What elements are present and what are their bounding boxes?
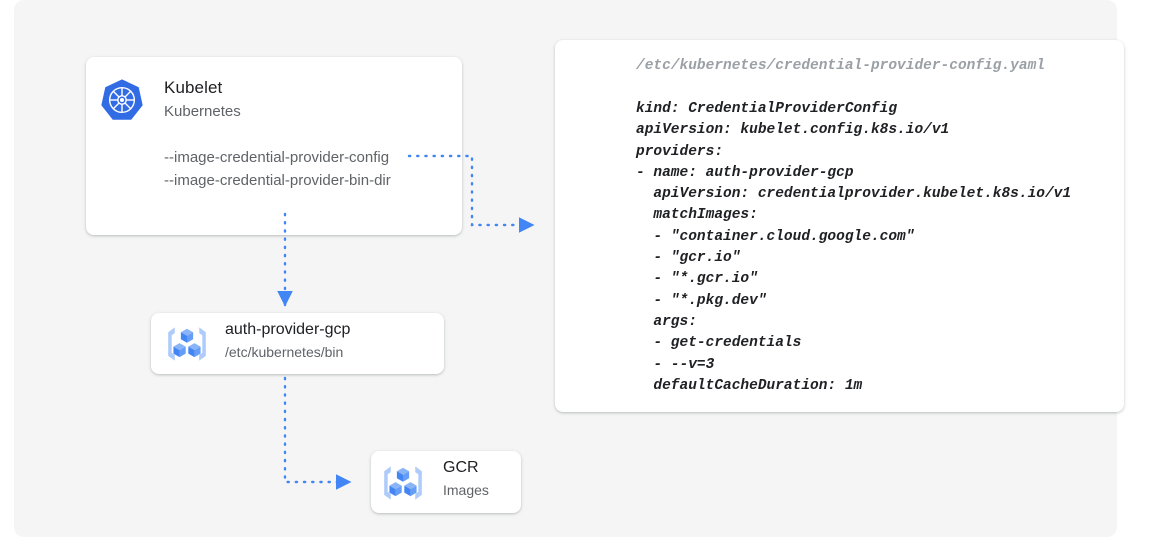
yaml-line: - "container.cloud.google.com" — [636, 228, 915, 245]
yaml-line: defaultCacheDuration: 1m — [636, 377, 863, 394]
yaml-line: kind: CredentialProviderConfig — [636, 101, 898, 117]
auth-provider-title: auth-provider-gcp — [225, 321, 351, 338]
gcp-container-registry-icon — [381, 462, 425, 504]
diagram-canvas: Kubelet Kubernetes --image-credential-pr… — [14, 0, 1124, 537]
auth-provider-path: /etc/kubernetes/bin — [225, 344, 344, 360]
kubelet-title: Kubelet — [164, 78, 223, 97]
yaml-line: - name: auth-provider-gcp — [636, 164, 854, 181]
kubernetes-logo-icon — [100, 78, 144, 122]
kubelet-card: Kubelet Kubernetes --image-credential-pr… — [86, 57, 462, 235]
kubelet-flag-config: --image-credential-provider-config — [164, 149, 390, 166]
yaml-line: - --v=3 — [636, 356, 715, 373]
yaml-line: - "*.gcr.io" — [636, 271, 758, 288]
auth-provider-gcp-card: auth-provider-gcp /etc/kubernetes/bin — [151, 313, 444, 374]
yaml-file-path: /etc/kubernetes/credential-provider-conf… — [636, 58, 1045, 74]
yaml-line: matchImages: — [636, 207, 758, 224]
yaml-line: apiVersion: kubelet.config.k8s.io/v1 — [636, 122, 950, 139]
gcr-subtitle: Images — [443, 482, 489, 498]
gcp-container-registry-icon — [165, 323, 209, 365]
gcr-title: GCR — [443, 459, 479, 476]
kubelet-flag-bin-dir: --image-credential-provider-bin-dir — [164, 172, 391, 189]
credential-provider-config-card: /etc/kubernetes/credential-provider-conf… — [555, 40, 1124, 412]
yaml-line: args: — [636, 313, 697, 330]
yaml-line: - "*.pkg.dev" — [636, 292, 767, 309]
kubelet-subtitle: Kubernetes — [164, 103, 241, 120]
yaml-line: providers: — [636, 143, 724, 160]
yaml-line: apiVersion: credentialprovider.kubelet.k… — [636, 186, 1072, 203]
yaml-content: kind: CredentialProviderConfig apiVersion… — [636, 99, 1071, 397]
gcr-card: GCR Images — [371, 451, 521, 513]
yaml-line: - "gcr.io" — [636, 250, 741, 267]
yaml-line: - get-credentials — [636, 335, 802, 352]
